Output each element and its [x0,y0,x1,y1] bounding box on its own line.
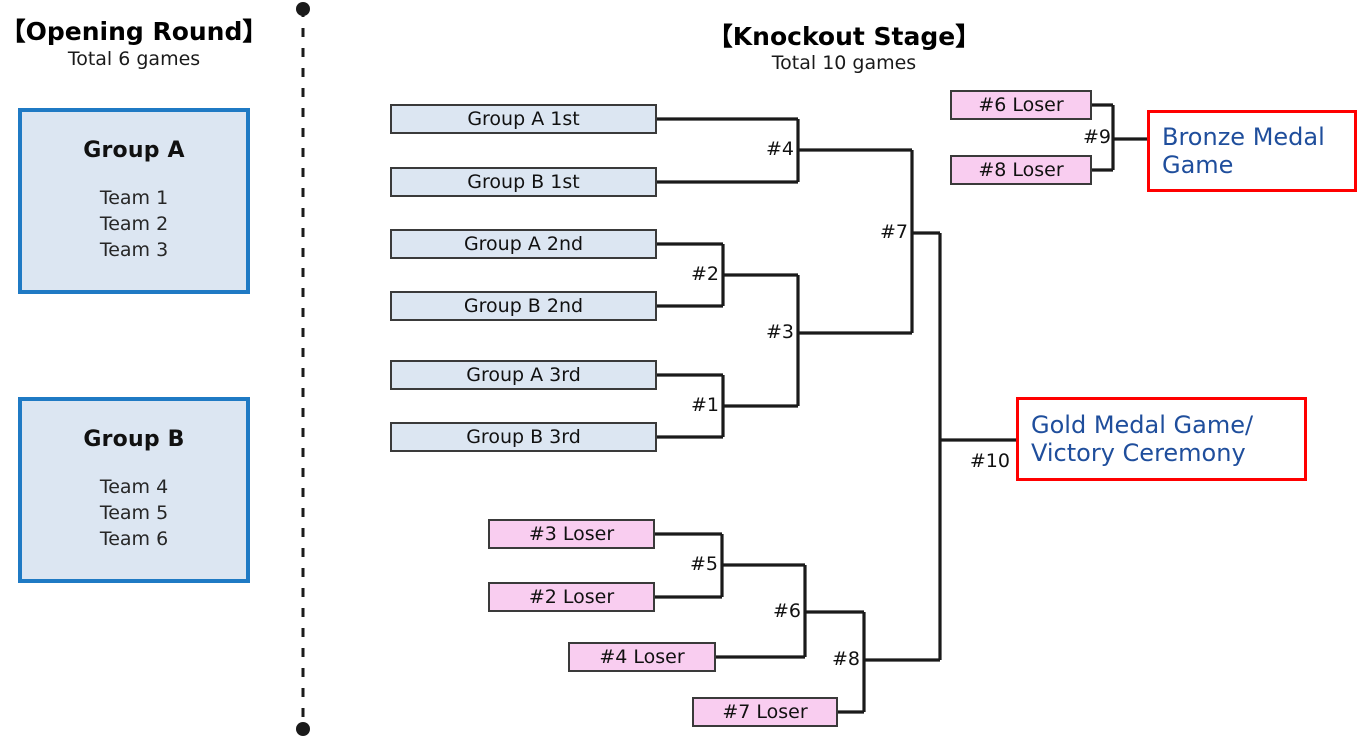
group-panel-a[interactable]: Group A Team 1 Team 2 Team 3 [18,108,250,294]
seed-m2-loser[interactable]: #2 Loser [488,582,655,612]
gold-medal-line-2: Victory Ceremony [1031,439,1246,467]
seed-m3-loser[interactable]: #3 Loser [488,519,655,549]
group-b-team-1: Team 4 [99,476,169,498]
seed-group-b-2nd[interactable]: Group B 2nd [390,291,657,321]
match-label-7: #7 [879,221,908,243]
seed-group-a-2nd[interactable]: Group A 2nd [390,229,657,259]
gold-medal-line-1: Gold Medal Game/ [1031,410,1254,439]
seed-m7-loser[interactable]: #7 Loser [692,697,838,727]
group-panel-b[interactable]: Group B Team 4 Team 5 Team 6 [18,397,250,583]
knockout-stage-subtitle: Total 10 games [771,52,917,74]
match-label-3: #3 [765,321,794,343]
match-label-2: #2 [690,263,719,285]
match-label-6: #6 [772,600,801,622]
knockout-stage-title: 【Knockout Stage】 [707,22,981,51]
group-b-team-3: Team 6 [99,528,169,551]
seed-group-a-1st[interactable]: Group A 1st [390,104,657,134]
stage-divider [296,2,310,736]
seed-group-b-3rd[interactable]: Group B 3rd [390,422,657,452]
group-a-team-2: Team 2 [99,213,169,236]
bronze-medal-line-2: Game [1162,151,1234,179]
match-label-10: #10 [969,450,1010,472]
gold-medal-game-box[interactable]: Gold Medal Game/ Victory Ceremony [1016,397,1307,481]
seed-m4-loser[interactable]: #4 Loser [568,642,716,672]
match-label-5: #5 [689,553,718,575]
group-a-team-1: Team 1 [99,187,169,209]
seed-group-a-3rd[interactable]: Group A 3rd [390,360,657,390]
bronze-medal-game-box[interactable]: Bronze Medal Game [1147,110,1357,192]
match-label-4: #4 [765,138,794,160]
stage-divider-top-dot [296,2,310,16]
group-b-name: Group B [83,427,185,452]
group-a-team-3: Team 3 [99,239,169,262]
stage-divider-bottom-dot [296,722,310,736]
group-b-team-2: Team 5 [99,502,169,525]
match-label-9: #9 [1082,126,1111,148]
group-a-team-list: Team 1 Team 2 Team 3 [100,185,168,264]
group-a-name: Group A [83,138,185,163]
group-b-team-list: Team 4 Team 5 Team 6 [100,474,168,553]
seed-m8-loser[interactable]: #8 Loser [950,155,1092,185]
seed-group-b-1st[interactable]: Group B 1st [390,167,657,197]
opening-round-title: 【Opening Round】 [0,17,268,46]
opening-round-subtitle: Total 6 games [67,48,201,70]
seed-m6-loser[interactable]: #6 Loser [950,90,1092,120]
match-label-8: #8 [831,648,860,670]
match-label-1: #1 [690,394,719,416]
bronze-medal-line-1: Bronze Medal [1162,122,1325,151]
